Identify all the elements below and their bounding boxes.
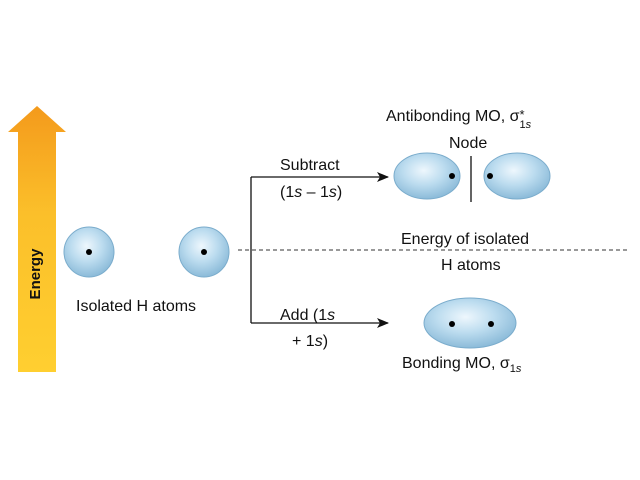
- isolated-energy-label: Energy of isolated: [401, 231, 530, 248]
- bonding-orbital: [423, 297, 517, 349]
- isolated-atom-right: [178, 226, 230, 278]
- isolated-energy-label-2: H atoms: [441, 257, 501, 274]
- antibonding-mo-label: Antibonding MO, σ*1s: [386, 107, 532, 131]
- energy-arrow: [8, 106, 66, 372]
- add-expression: + 1s): [292, 333, 329, 350]
- isolated-atoms-label: Isolated H atoms: [76, 298, 197, 315]
- isolated-atom-left: [63, 226, 115, 278]
- subtract-expression: (1s – 1s): [280, 184, 343, 201]
- node-label: Node: [449, 135, 488, 152]
- subtract-label: Subtract: [280, 157, 340, 174]
- bonding-mo-label: Bonding MO, σ1s: [402, 355, 522, 375]
- energy-axis-label: Energy: [27, 248, 44, 300]
- antibonding-orbital: [393, 152, 551, 200]
- add-label: Add (1s: [280, 307, 336, 324]
